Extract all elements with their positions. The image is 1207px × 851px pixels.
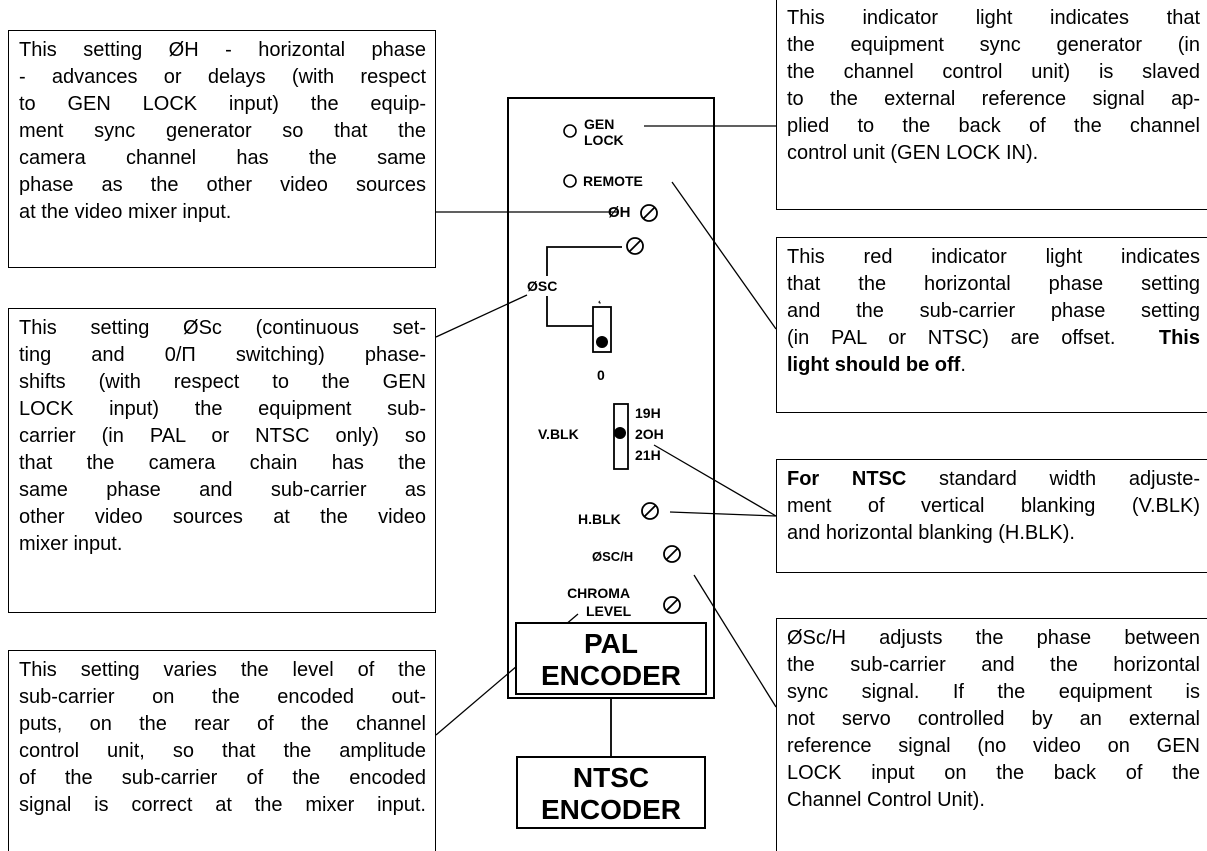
note-gen-lock-line: the equipment sync generator (in [787, 34, 1200, 56]
hblk-pot-icon [641, 502, 659, 520]
chroma-label: CHROMA LEVEL [566, 584, 631, 620]
note-gen-lock-line: This indicator light indicates that [787, 7, 1200, 29]
vblk-option-21h: 21H [635, 447, 661, 463]
note-gen-lock-line: to the external reference signal ap- [787, 88, 1200, 110]
gen-lock-label-line1: GEN [584, 116, 615, 132]
note-phase-h-line: ment sync generator so that the [19, 120, 426, 142]
note-sc-h-line: reference signal (no video on GEN [787, 735, 1200, 757]
phase-sc-pot-icon [626, 237, 644, 255]
note-phase-sc-line: same phase and sub-carrier as [19, 479, 426, 501]
note-chroma-line: of the sub-carrier of the encoded [19, 767, 426, 789]
note-gen-lock: This indicator light indicates that the … [776, 0, 1207, 210]
note-remote-emphasis: This [1158, 327, 1200, 349]
note-chroma-line: control unit, so that the amplitude [19, 740, 426, 762]
phase-switch-icon [592, 306, 612, 353]
note-remote-line: that the horizontal phase setting [787, 273, 1200, 295]
note-phase-h-line: phase as the other video sources [19, 174, 426, 196]
note-blanking-line: ment of vertical blanking (V.BLK) [787, 495, 1200, 517]
remote-label: REMOTE [583, 173, 643, 189]
note-phase-sc-line: carrier (in PAL or NTSC only) so [19, 425, 426, 447]
gen-lock-label-line2: LOCK [584, 132, 624, 148]
note-gen-lock-line: control unit (GEN LOCK IN). [787, 142, 1039, 164]
phase-h-label: ØH [608, 204, 631, 221]
note-phase-h-line: This setting ØH - horizontal phase [19, 39, 426, 61]
note-remote-line: (in PAL or NTSC) are offset. This [787, 325, 1200, 352]
hblk-label: H.BLK [578, 511, 621, 527]
note-phase-sc-line: shifts (with respect to the GEN [19, 371, 426, 393]
sc-h-pot-icon [663, 545, 681, 563]
note-remote-text: (in PAL or NTSC) are offset. [787, 327, 1116, 349]
ntsc-encoder-line2: ENCODER [540, 794, 681, 825]
note-chroma-line: This setting varies the level of the [19, 659, 426, 681]
gen-lock-light-icon [563, 124, 577, 138]
note-phase-sc-line: that the camera chain has the [19, 452, 426, 474]
note-blanking-emphasis: For NTSC [787, 468, 907, 490]
vblk-option-20h: 2OH [635, 426, 664, 442]
note-sc-h-line: LOCK input on the back of the [787, 762, 1200, 784]
note-blanking-line: and horizontal blanking (H.BLK). [787, 522, 1075, 544]
note-sc-h-line: the sub-carrier and the horizontal [787, 654, 1200, 676]
note-chroma-line: sub-carrier on the encoded out- [19, 686, 426, 708]
note-phase-h-line: at the video mixer input. [19, 201, 232, 223]
chroma-label-line1: CHROMA [567, 585, 631, 601]
note-sc-h-line: Channel Control Unit). [787, 789, 985, 811]
phase-sc-label: ØSC [527, 278, 558, 294]
gen-lock-label: GEN LOCK [584, 116, 624, 148]
note-remote-emphasis: light should be off [787, 354, 961, 376]
switch-bottom-label: 0 [597, 367, 605, 383]
note-phase-sc: This setting ØSc (continuous set- ting a… [8, 308, 436, 613]
note-phase-sc-line: other video sources at the video [19, 506, 426, 528]
note-phase-sc-line: This setting ØSc (continuous set- [19, 317, 426, 339]
note-blanking-line: For NTSC standard width adjuste- [787, 466, 1200, 493]
phase-h-pot-icon [640, 204, 658, 222]
note-phase-sc-line: ting and 0/Π switching) phase- [19, 344, 426, 366]
ntsc-encoder-box: NTSC ENCODER [516, 756, 706, 829]
note-remote-line: and the sub-carrier phase setting [787, 300, 1200, 322]
vblk-label: V.BLK [538, 426, 579, 442]
pal-encoder-line2: ENCODER [540, 660, 681, 691]
note-phase-h-line: to GEN LOCK input) the equip- [19, 93, 426, 115]
note-phase-h-line: camera channel has the same [19, 147, 426, 169]
note-phase-sc-line: LOCK input) the equipment sub- [19, 398, 426, 420]
ntsc-encoder-line1: NTSC [572, 762, 650, 793]
chroma-label-line2: LEVEL [586, 603, 632, 619]
note-phase-sc-line: mixer input. [19, 533, 123, 555]
switch-top-label: ˛ [598, 289, 603, 304]
note-sc-h-line: sync signal. If the equipment is [787, 681, 1200, 703]
note-chroma-line: puts, on the rear of the channel [19, 713, 426, 735]
pal-encoder-box: PAL ENCODER [515, 622, 707, 695]
vblk-option-19h: 19H [635, 405, 661, 421]
note-remote: This red indicator light indicates that … [776, 237, 1207, 413]
note-sc-h-line: ØSc/H adjusts the phase between [787, 627, 1200, 649]
note-phase-h-line: - advances or delays (with respect [19, 66, 426, 88]
vblk-options: 19H 2OH 21H [635, 403, 664, 466]
note-remote-line: light should be off. [787, 352, 1200, 379]
note-phase-h: This setting ØH - horizontal phase - adv… [8, 30, 436, 268]
remote-light-icon [563, 174, 577, 188]
note-blanking-text: standard width adjuste- [906, 468, 1200, 490]
note-gen-lock-line: the channel control unit) is slaved [787, 61, 1200, 83]
chroma-pot-icon [663, 596, 681, 614]
note-sc-h: ØSc/H adjusts the phase between the sub-… [776, 618, 1207, 851]
note-chroma-line: signal is correct at the mixer input. [19, 794, 426, 816]
sc-h-label: ØSC/H [592, 549, 634, 564]
note-chroma: This setting varies the level of the sub… [8, 650, 436, 851]
note-remote-text: . [960, 354, 966, 376]
note-remote-line: This red indicator light indicates [787, 246, 1200, 268]
note-sc-h-line: not servo controlled by an external [787, 708, 1200, 730]
note-gen-lock-line: plied to the back of the channel [787, 115, 1200, 137]
note-blanking: For NTSC standard width adjuste- ment of… [776, 459, 1207, 573]
pal-encoder-line1: PAL [584, 628, 638, 659]
vblk-switch-icon [613, 403, 629, 470]
